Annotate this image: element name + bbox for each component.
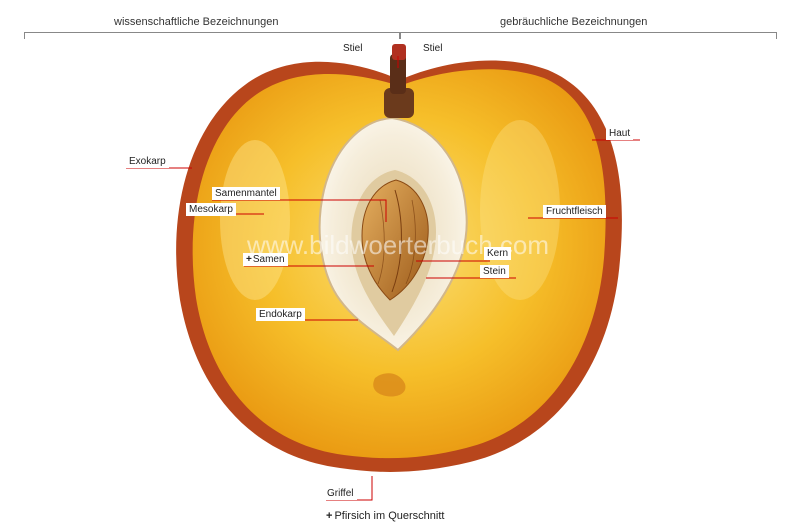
label-griffel: Griffel <box>324 487 357 500</box>
label-endokarp: Endokarp <box>256 308 305 321</box>
label-haut: Haut <box>606 127 634 140</box>
style-cavity <box>373 373 406 397</box>
label-stiel-common: Stiel <box>420 42 446 55</box>
stalk <box>390 54 406 94</box>
stalk-tip <box>392 44 406 60</box>
label-kern: Kern <box>484 247 512 260</box>
label-mesokarp: Mesokarp <box>186 203 236 216</box>
stalk-base <box>384 88 414 118</box>
label-samenmantel: Samenmantel <box>212 187 280 200</box>
bracket-scientific <box>24 32 400 39</box>
label-samen: +Samen <box>243 253 288 266</box>
figure-caption: +Pfirsich im Querschnitt <box>326 510 444 522</box>
label-fruchtfleisch: Fruchtfleisch <box>543 205 606 218</box>
seed <box>361 179 429 301</box>
label-exokarp: Exokarp <box>126 155 169 168</box>
caption-plus-marker: + <box>326 510 333 522</box>
header-common-names: gebräuchliche Bezeichnungen <box>500 16 648 28</box>
flesh-highlight-left <box>220 140 290 300</box>
label-samen-text: Samen <box>252 254 285 265</box>
samen-plus-marker: + <box>246 254 252 265</box>
label-stein: Stein <box>480 265 509 278</box>
caption-text: Pfirsich im Querschnitt <box>334 510 445 522</box>
bracket-common <box>400 32 777 39</box>
label-stiel-scientific: Stiel <box>340 42 366 55</box>
header-scientific-names: wissenschaftliche Bezeichnungen <box>114 16 279 28</box>
